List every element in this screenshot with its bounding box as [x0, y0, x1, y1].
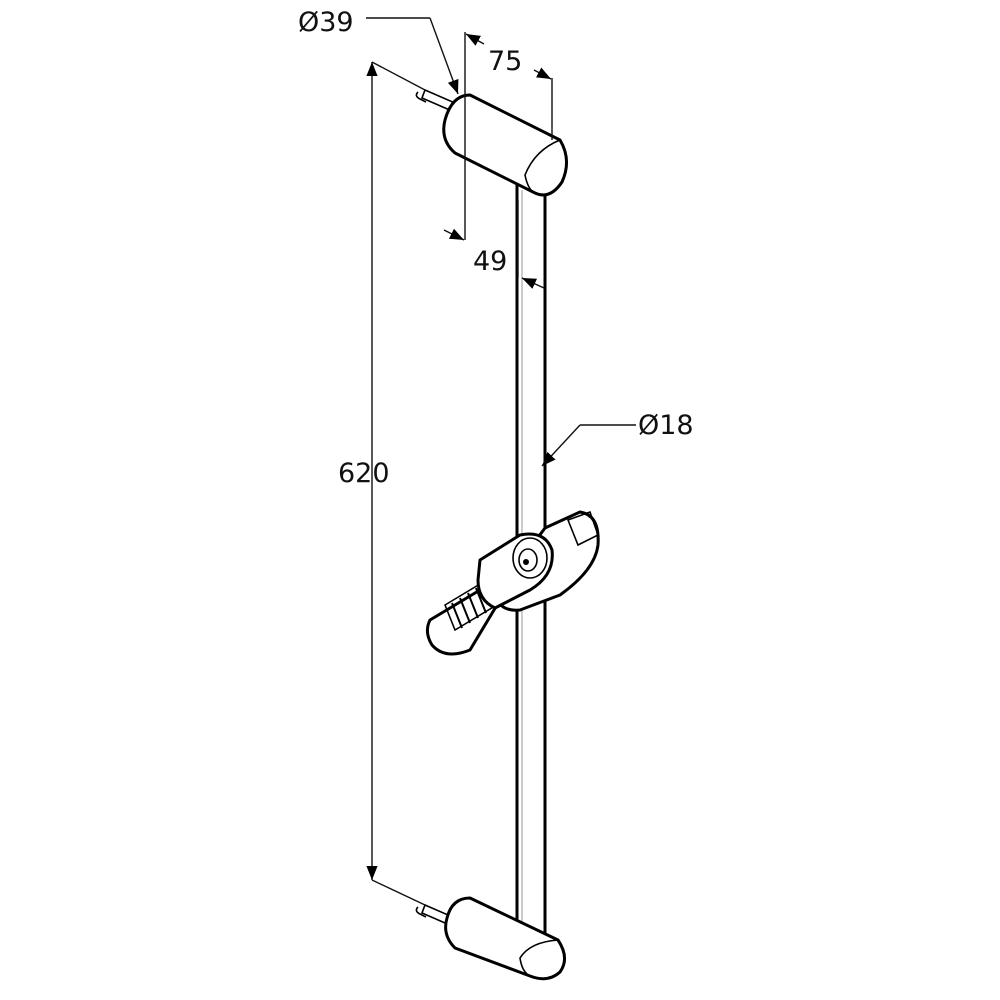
- dimension-75: 75: [464, 32, 553, 240]
- top-wall-bracket: [415, 88, 568, 197]
- dimension-diameter-18: Ø18: [541, 410, 694, 467]
- dimension-label-620: 620: [338, 458, 390, 489]
- dimension-label-75: 75: [488, 46, 522, 77]
- slider-holder: [425, 510, 600, 656]
- bottom-wall-bracket: [415, 896, 566, 981]
- dimension-49: 49: [443, 200, 545, 289]
- dimension-diameter-39: Ø39: [298, 7, 459, 95]
- dimension-620: 620: [338, 61, 426, 906]
- dimension-label-49: 49: [473, 246, 507, 277]
- dimension-label-d39: Ø39: [298, 7, 354, 38]
- dimension-label-d18: Ø18: [638, 410, 694, 441]
